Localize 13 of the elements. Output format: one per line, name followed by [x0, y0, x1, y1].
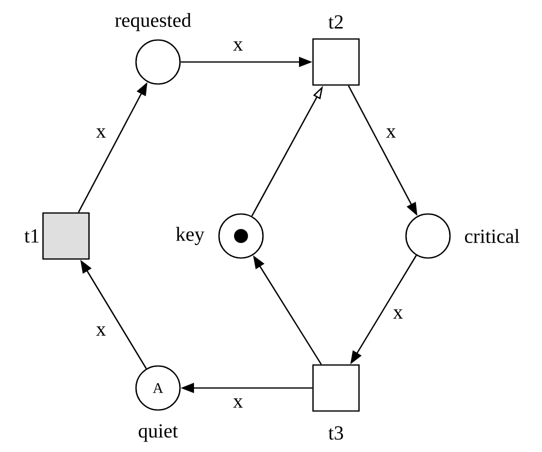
node-label: t1 — [24, 229, 39, 243]
edge-label: x — [392, 308, 404, 320]
node-label: t2 — [328, 15, 343, 29]
edge-label: x — [232, 397, 244, 409]
node-label: critical — [465, 228, 520, 244]
node-label: quiet — [138, 424, 178, 442]
node-label: key — [176, 226, 204, 246]
edge-label: x — [232, 40, 244, 52]
node-label: t3 — [328, 426, 343, 440]
edge-label: x — [384, 127, 398, 139]
edge-label: x — [94, 325, 108, 337]
edge-label: x — [94, 127, 108, 139]
node-label: requested — [115, 12, 192, 32]
